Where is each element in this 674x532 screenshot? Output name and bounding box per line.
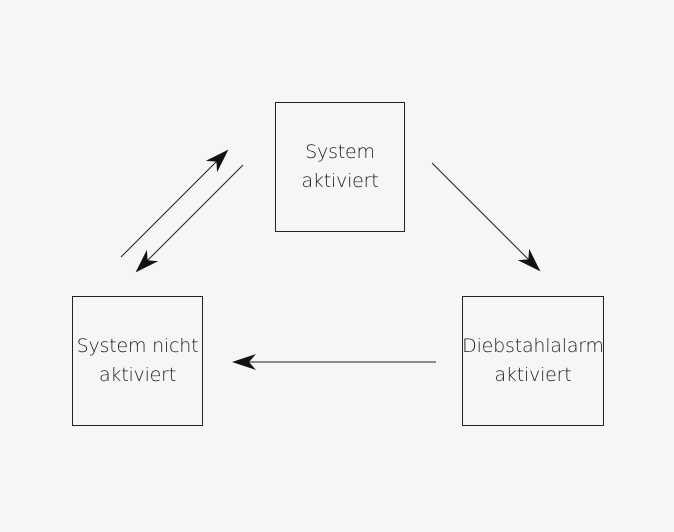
state-box-system-inactive: System nicht aktiviert <box>72 296 203 426</box>
state-label-line: System <box>305 141 375 163</box>
state-label-theft-alarm-active: Diebstahlalarm aktiviert <box>462 332 604 390</box>
arrow-active-to-inactive <box>135 164 244 273</box>
arrow-inactive-to-active <box>120 149 229 258</box>
state-label-system-inactive: System nicht aktiviert <box>77 332 199 390</box>
state-label-line: System nicht <box>76 335 199 357</box>
state-label-line: aktiviert <box>494 364 572 386</box>
arrow-active-to-alarm <box>431 162 541 272</box>
state-label-line: Diebstahlalarm <box>462 335 604 357</box>
state-label-line: aktiviert <box>301 170 379 192</box>
state-label-line: aktiviert <box>98 364 177 386</box>
state-label-system-active: System aktiviert <box>301 138 378 196</box>
state-box-theft-alarm-active: Diebstahlalarm aktiviert <box>462 296 604 426</box>
state-box-system-active: System aktiviert <box>275 102 405 232</box>
